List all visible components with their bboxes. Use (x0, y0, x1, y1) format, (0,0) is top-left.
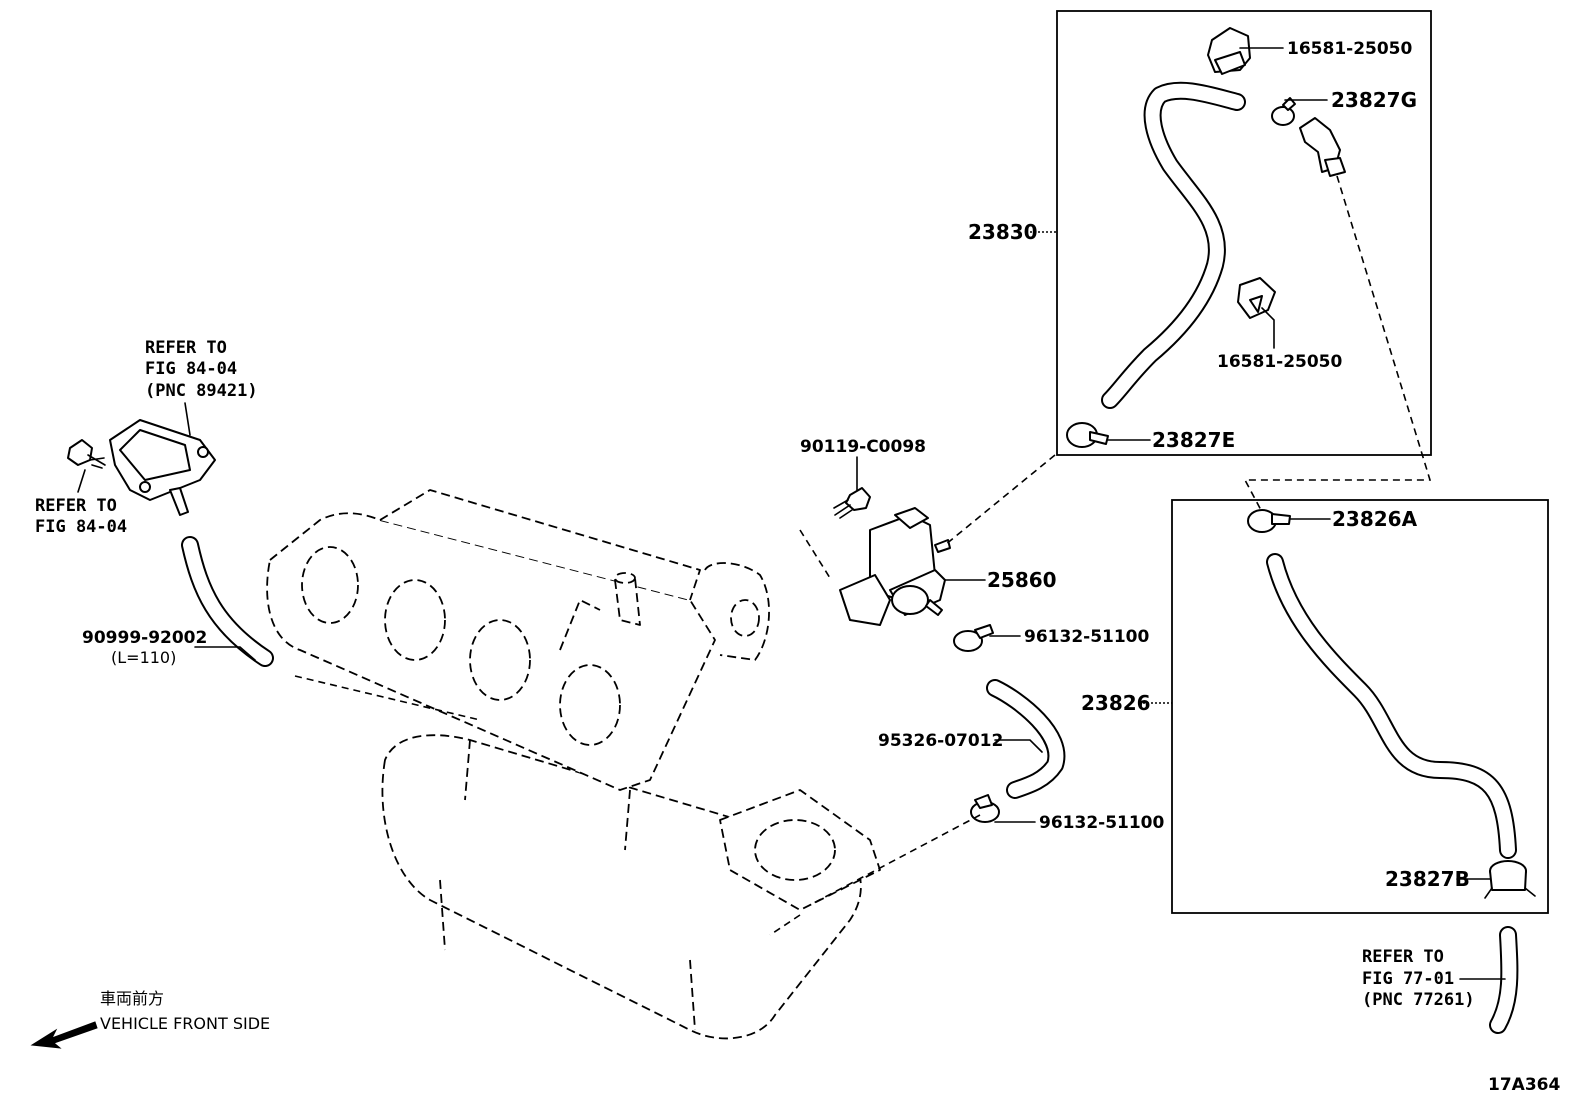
label-96132-51100-lower: 96132-51100 (1039, 813, 1165, 833)
ref1-line1: REFER TO (145, 338, 227, 358)
ref2-line1: REFER TO (35, 496, 117, 516)
intake-manifold (266, 489, 881, 1040)
ref2-line2: FIG 84-04 (35, 517, 127, 537)
label-23827B: 23827B (1385, 867, 1470, 891)
vsv-25860 (839, 507, 951, 626)
label-23827G: 23827G (1331, 88, 1417, 112)
connection-lines (294, 175, 1432, 936)
group-box-23830 (1056, 10, 1432, 456)
ref3-line2: FIG 77-01 (1362, 969, 1454, 989)
ref1-line2: FIG 84-04 (145, 359, 237, 379)
clip-16581-25050-top (1207, 27, 1251, 75)
ref3-line1: REFER TO (1362, 947, 1444, 967)
map-sensor (109, 419, 216, 516)
hose-23826 (1266, 553, 1517, 859)
label-96132-51100-upper: 96132-51100 (1024, 627, 1150, 647)
label-16581-25050-top: 16581-25050 (1287, 39, 1413, 59)
clamp-23827G (1271, 97, 1296, 126)
label-23826A: 23826A (1332, 507, 1418, 531)
clamp-23826A (1247, 509, 1291, 533)
label-90119-C0098: 90119-C0098 (800, 437, 926, 457)
clamp-23827B (1484, 860, 1536, 899)
label-16581-25050-mid: 16581-25050 (1217, 352, 1343, 372)
leader-lines (77, 47, 1506, 980)
bolt-left (67, 439, 106, 469)
bolt-90119-C0098 (833, 487, 871, 519)
label-95326-07012: 95326-07012 (878, 731, 1003, 751)
label-25860: 25860 (987, 568, 1057, 592)
direction-label-jp: 車両前方 (100, 989, 164, 1008)
direction-label-en: VEHICLE FRONT SIDE (100, 1014, 270, 1033)
label-23827E: 23827E (1152, 428, 1235, 452)
clip-16581-25050-mid (1237, 277, 1276, 319)
elbow-fitting (1299, 117, 1346, 177)
label-23830: 23830 (968, 220, 1038, 244)
group-box-23826 (1171, 499, 1549, 914)
label-23826: 23826 (1081, 691, 1151, 715)
label-90999-length: (L=110) (111, 648, 176, 667)
clamp-23827E (1066, 422, 1109, 448)
ref1-line3: (PNC 89421) (145, 381, 258, 401)
clamp-96132-51100-lower (970, 794, 1000, 823)
clamp-96132-51100-upper (953, 624, 994, 652)
figure-code: 17A364 (1488, 1075, 1560, 1095)
label-90999-92002: 90999-92002 (82, 628, 207, 648)
arrow-left-down-icon (30, 1021, 98, 1049)
ref3-line3: (PNC 77261) (1362, 990, 1475, 1010)
